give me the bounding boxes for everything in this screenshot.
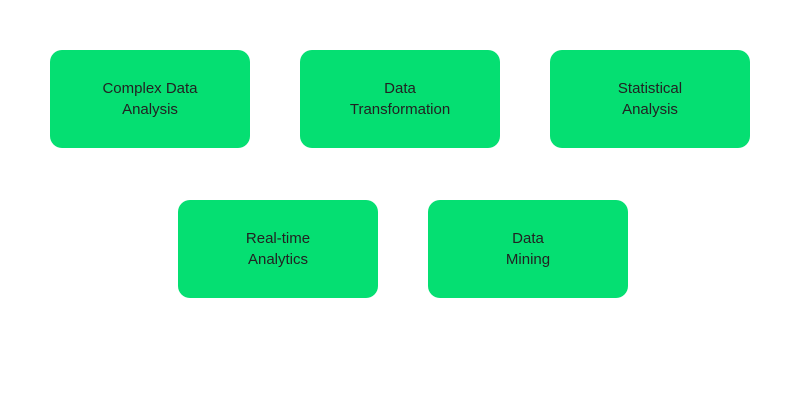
node-label: Data Transformation bbox=[349, 80, 451, 118]
node-label: Statistical Analysis bbox=[617, 80, 683, 118]
node-label: Real-time Analytics bbox=[245, 230, 311, 268]
node-complex-data-analysis: Complex Data Analysis bbox=[50, 50, 250, 148]
node-statistical-analysis: Statistical Analysis bbox=[550, 50, 750, 148]
node-data-transformation: Data Transformation bbox=[300, 50, 500, 148]
node-data-mining: Data Mining bbox=[428, 200, 628, 298]
node-label: Complex Data Analysis bbox=[102, 80, 198, 118]
node-label: Data Mining bbox=[505, 230, 551, 268]
node-real-time-analytics: Real-time Analytics bbox=[178, 200, 378, 298]
